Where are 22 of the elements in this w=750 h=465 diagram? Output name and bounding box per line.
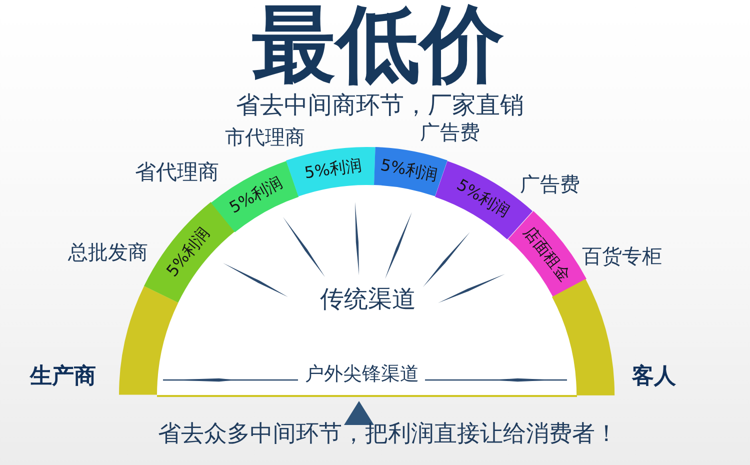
channel-label: 总批发商 [68,240,148,264]
channel-name: 户外尖锋渠道 [305,363,419,386]
segment-label: 5%利润 [454,176,512,220]
arc-segment [286,147,376,196]
cost-label: 广告费 [420,120,480,144]
endpoint-label: 客人 [632,364,676,390]
endpoint-label: 生产商 [30,364,96,390]
channel-label: 市代理商 [225,125,305,149]
channel-label: 百货专柜 [582,244,662,268]
arc-segment [374,147,448,196]
segment-label: 5%利润 [378,156,439,184]
segment-label: 5%利润 [226,173,286,216]
segment-label: 店面租金 [520,223,574,285]
channel-name: 传统渠道 [320,285,416,314]
channel-label: 省代理商 [135,160,219,186]
subtitle: 省去中间商环节，厂家直销 [236,91,524,120]
segment-label: 5%利润 [163,224,213,280]
segment-label: 5%利润 [303,156,363,182]
arc-segment [119,286,178,395]
caption: 省去众多中间环节，把利润直接让给消费者！ [158,421,618,449]
title: 最低价 [252,0,504,90]
cost-label: 广告费 [520,172,580,196]
